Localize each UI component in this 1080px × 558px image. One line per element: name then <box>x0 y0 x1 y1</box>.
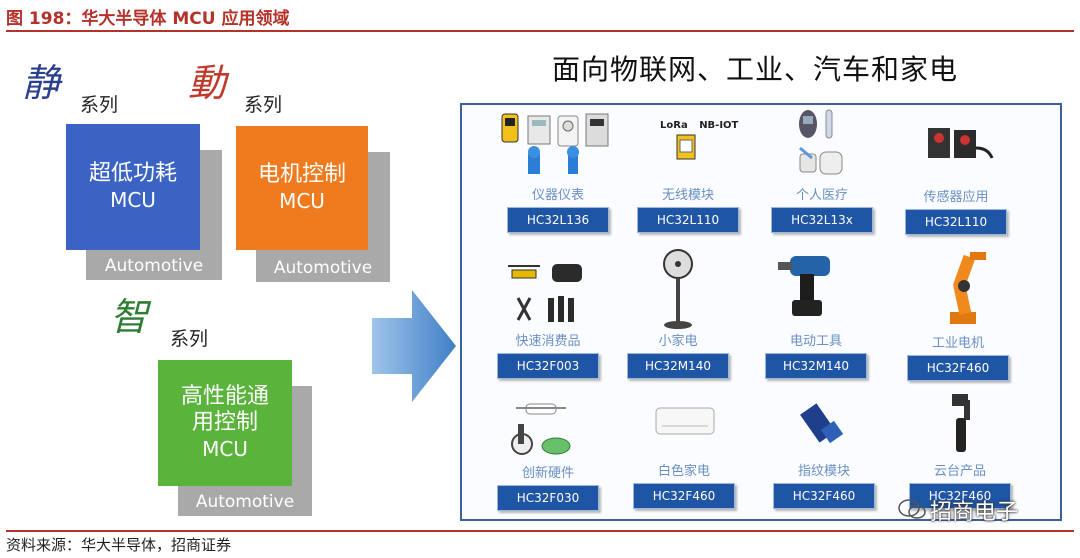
wireless-module-icon: LoRa NB-IOT <box>660 120 738 131</box>
chip-code: HC32F460 <box>633 483 735 509</box>
app-label: 快速消费品 <box>515 334 581 349</box>
card-mcu-general: MCU <box>202 437 248 461</box>
card-general-purpose-mcu: 高性能通 用控制 MCU <box>158 360 292 486</box>
card-motor-control-mcu: 电机控制 MCU <box>236 126 368 250</box>
nbiot-tag: NB-IOT <box>699 120 739 131</box>
top-rule <box>6 30 1074 32</box>
series-label-dong: 系列 <box>244 94 283 116</box>
card-text-general-2: 用控制 <box>191 410 258 435</box>
chip-code: HC32F030 <box>497 485 599 511</box>
card-text-general-1: 高性能通 <box>180 384 269 409</box>
lora-tag: LoRa <box>660 120 688 131</box>
app-card: 仪器仪表 HC32L136 <box>498 184 618 233</box>
chip-code: HC32F460 <box>773 483 875 509</box>
app-label: 无线模块 <box>661 188 714 203</box>
sensor-icon <box>928 128 994 159</box>
card-text-motor: 电机控制 <box>257 162 346 187</box>
chip-code: HC32L13x <box>771 207 873 233</box>
app-card: 小家电 HC32M140 <box>618 330 738 379</box>
app-label: 指纹模块 <box>797 464 850 479</box>
chip-code: HC32M140 <box>765 353 867 379</box>
module-chip-icon <box>676 134 696 160</box>
bottom-rule <box>6 530 1074 532</box>
app-card: 工业电机 HC32F460 <box>898 332 1018 381</box>
chip-code: HC32F460 <box>909 483 1011 509</box>
app-card: 个人医疗 HC32L13x <box>762 184 882 233</box>
drone-icon <box>508 264 582 322</box>
right-arrow-icon <box>372 290 456 402</box>
app-label: 小家电 <box>658 334 698 349</box>
card-mcu-motor: MCU <box>279 189 325 213</box>
app-card: 白色家电 HC32F460 <box>624 460 744 509</box>
robot-arm-icon <box>950 252 986 324</box>
card-low-power-mcu: 超低功耗 MCU <box>66 124 200 250</box>
app-card: 创新硬件 HC32F030 <box>488 462 608 511</box>
chip-code: HC32L110 <box>637 207 739 233</box>
card-footer-motor: Automotive <box>273 258 373 278</box>
series-label-zhi: 系列 <box>170 328 209 350</box>
app-card: 传感器应用 HC32L110 <box>896 186 1016 235</box>
app-label: 白色家电 <box>657 464 710 479</box>
chip-code: HC32L136 <box>507 207 609 233</box>
app-label: 工业电机 <box>931 336 984 351</box>
panel-title: 面向物联网、工业、汽车和家电 <box>552 53 959 86</box>
figure-title: 图 198：华大半导体 MCU 应用领域 <box>6 9 290 29</box>
figure-source: 资料来源：华大半导体，招商证券 <box>6 536 232 554</box>
watermark-text: 招商电子 <box>930 500 1019 525</box>
app-card: 云台产品 HC32F460 <box>900 460 1020 509</box>
fan-icon <box>663 249 693 329</box>
app-label: 电动工具 <box>789 334 842 349</box>
air-conditioner-icon <box>655 407 715 435</box>
gimbal-icon <box>952 394 970 452</box>
app-label: 云台产品 <box>933 464 986 479</box>
app-card: 指纹模块 HC32F460 <box>764 460 884 509</box>
app-card: 快速消费品 HC32F003 <box>488 330 608 379</box>
app-label: 创新硬件 <box>521 466 574 481</box>
card-footer-low-power: Automotive <box>104 256 204 276</box>
wechat-icon <box>898 499 926 519</box>
drill-icon <box>778 256 830 316</box>
series-char-zhi: 智 <box>110 295 149 339</box>
series-label-jing: 系列 <box>80 94 119 116</box>
app-card: 电动工具 HC32M140 <box>756 330 876 379</box>
card-text-low-power: 超低功耗 <box>88 161 177 186</box>
chip-code: HC32F460 <box>907 355 1009 381</box>
medical-device-icon <box>799 109 843 175</box>
meter-icon <box>501 113 609 174</box>
app-card: 无线模块 HC32L110 <box>628 184 748 233</box>
card-mcu-low-power: MCU <box>110 188 156 212</box>
series-char-dong: 動 <box>188 61 227 105</box>
fingerprint-module-icon <box>800 403 844 444</box>
app-label: 仪器仪表 <box>531 188 584 203</box>
series-char-jing: 静 <box>22 61 61 105</box>
app-label: 传感器应用 <box>923 190 989 205</box>
app-label: 个人医疗 <box>795 188 848 203</box>
robot-vacuum-icon <box>511 403 571 455</box>
chip-code: HC32F003 <box>497 353 599 379</box>
chip-code: HC32M140 <box>627 353 729 379</box>
card-footer-general: Automotive <box>195 492 295 512</box>
chip-code: HC32L110 <box>905 209 1007 235</box>
